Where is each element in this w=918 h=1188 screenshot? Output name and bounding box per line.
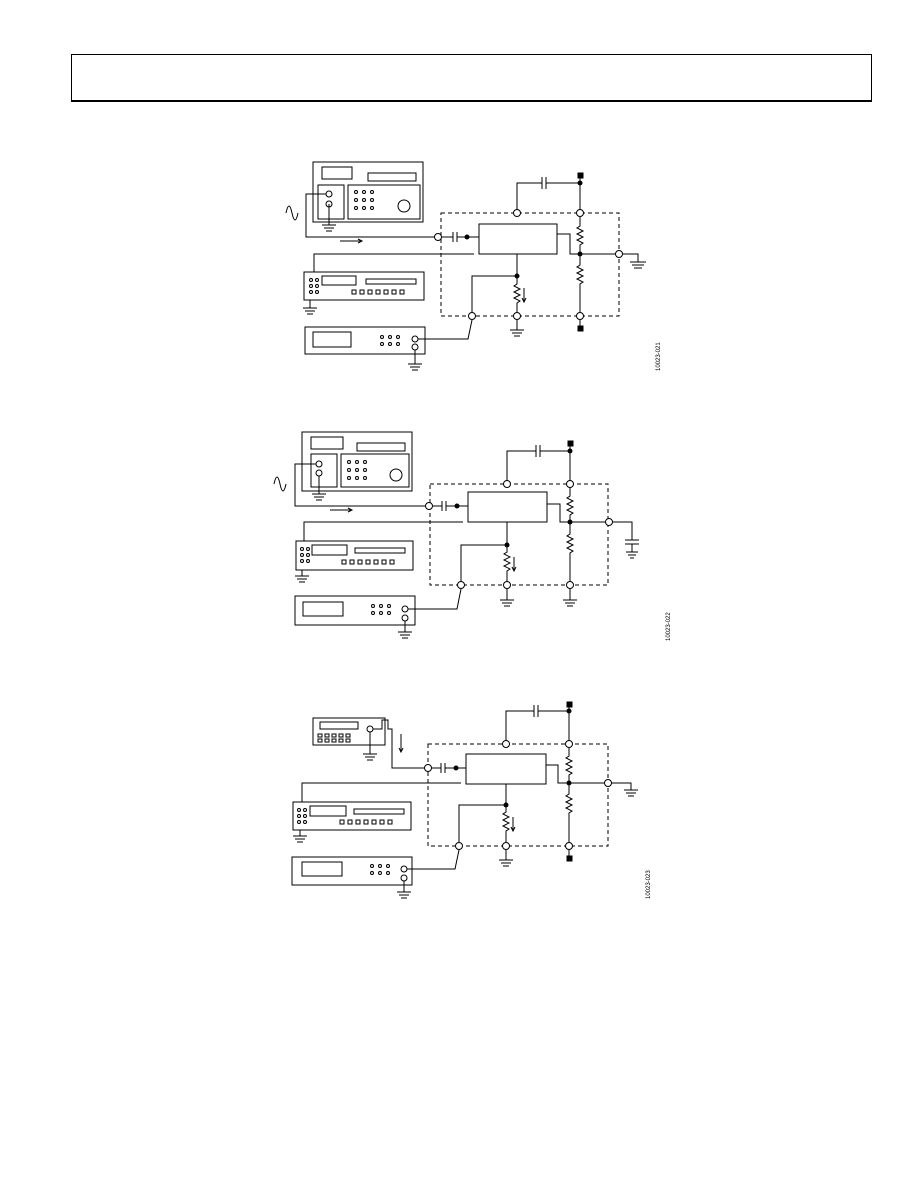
power-supply-2 xyxy=(295,540,414,571)
supply-terminal-icon xyxy=(567,440,574,447)
load-capacitor-icon xyxy=(612,521,639,559)
feedback-resistor-icon xyxy=(564,748,574,842)
ground-icon xyxy=(312,476,326,501)
supply-terminal-icon xyxy=(577,172,584,179)
figure-2-code: 10023-022 xyxy=(666,612,672,641)
ground-icon xyxy=(397,881,411,899)
ground-icon xyxy=(322,204,336,232)
sine-source-icon xyxy=(285,205,299,221)
ground-icon xyxy=(622,253,646,269)
arrow-right-icon xyxy=(340,238,364,244)
ground-icon xyxy=(295,570,309,583)
pulse-generator-3 xyxy=(312,717,386,746)
arrow-down-icon xyxy=(398,734,404,754)
figure-1-schematic xyxy=(285,161,646,371)
power-supply-3 xyxy=(292,801,412,831)
amplifier-block xyxy=(467,491,548,523)
feedback-resistor-icon xyxy=(565,488,575,581)
ground-icon xyxy=(398,621,412,639)
potentiometer-icon xyxy=(502,545,512,581)
ground-icon xyxy=(499,850,513,867)
ground-icon xyxy=(510,320,524,337)
ground-icon xyxy=(500,589,514,607)
page-header-box xyxy=(71,54,872,102)
pulse-source-icon xyxy=(373,719,426,769)
signal-generator-2 xyxy=(301,431,413,492)
meter-3 xyxy=(291,856,413,886)
power-supply-1 xyxy=(303,271,425,301)
ground-icon xyxy=(408,350,422,371)
potentiometer-icon xyxy=(512,276,522,312)
meter-2 xyxy=(294,595,416,626)
signal-generator-1 xyxy=(312,161,424,223)
figure-2-schematic xyxy=(273,431,639,639)
ground-icon xyxy=(363,732,377,761)
arrow-right-icon xyxy=(330,507,354,513)
sine-source-icon xyxy=(273,476,287,492)
meter-1 xyxy=(304,326,426,355)
amplifier-block xyxy=(478,223,558,255)
supply-terminal-icon xyxy=(566,701,573,708)
ground-icon xyxy=(293,830,307,843)
potentiometer-icon xyxy=(501,805,511,842)
amplifier-block xyxy=(465,753,547,785)
figure-1-code: 10023-021 xyxy=(656,342,662,371)
feedback-resistor-icon xyxy=(575,217,585,312)
ground-icon xyxy=(563,589,577,607)
figure-3-code: 10023-023 xyxy=(646,870,652,899)
ground-icon xyxy=(611,782,638,797)
ground-icon xyxy=(303,300,317,315)
figure-3-schematic xyxy=(291,701,638,899)
